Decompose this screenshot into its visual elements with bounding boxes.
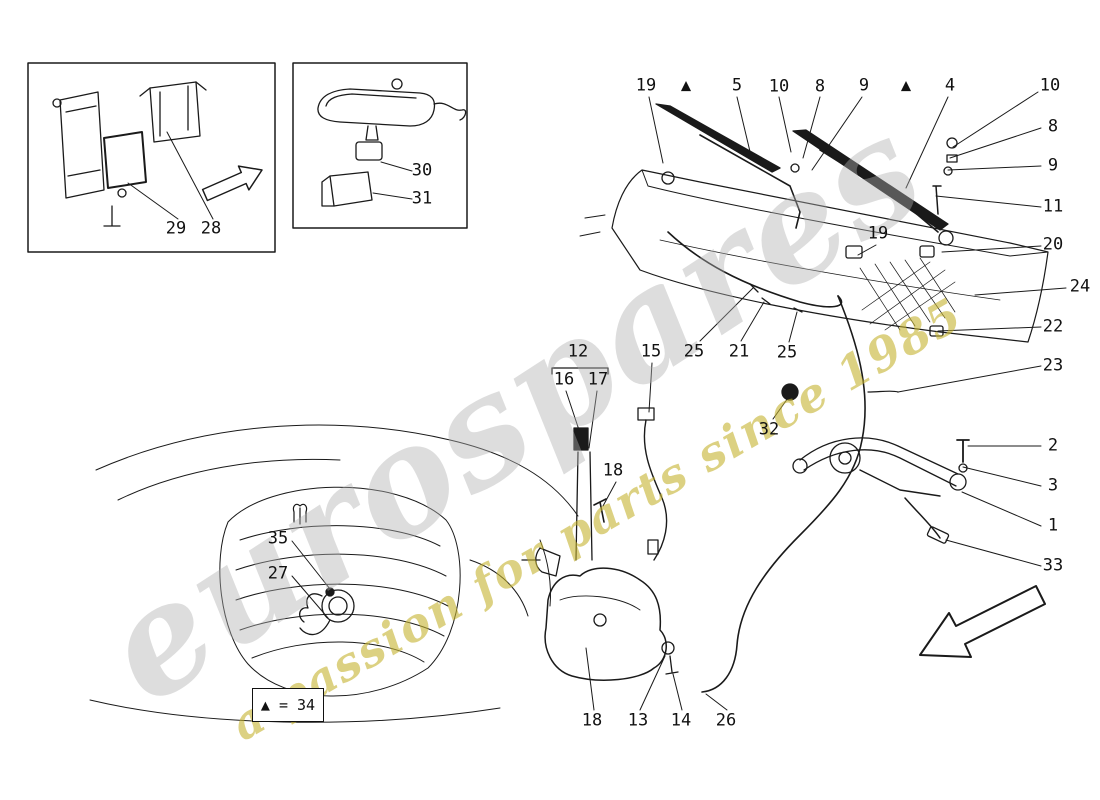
callout-18: 18 — [602, 460, 624, 481]
callout-12: 12 — [567, 341, 589, 362]
callout-8: 8 — [1047, 116, 1059, 137]
callout-13: 13 — [627, 710, 649, 731]
callout-29: 29 — [165, 218, 187, 239]
callout-triangle-marker: ▲ — [680, 75, 692, 96]
callout-23: 23 — [1042, 355, 1064, 376]
callout-24: 24 — [1069, 276, 1091, 297]
callout-20: 20 — [1042, 234, 1064, 255]
callout-9: 9 — [1047, 155, 1059, 176]
inset-box-control-unit — [27, 62, 276, 253]
callout-10: 10 — [1039, 75, 1061, 96]
callout-8: 8 — [814, 76, 826, 97]
callout-10: 10 — [768, 76, 790, 97]
callout-32: 32 — [758, 419, 780, 440]
callout-26: 26 — [715, 710, 737, 731]
callout-5: 5 — [731, 75, 743, 96]
callout-28: 28 — [200, 218, 222, 239]
callout-19: 19 — [635, 75, 657, 96]
callout-2: 2 — [1047, 435, 1059, 456]
callout-25: 25 — [683, 341, 705, 362]
callout-17: 17 — [587, 369, 609, 390]
callout-14: 14 — [670, 710, 692, 731]
inset-box-mirror — [292, 62, 468, 229]
callout-16: 16 — [553, 369, 575, 390]
callout-1: 1 — [1047, 515, 1059, 536]
callout-35: 35 — [267, 528, 289, 549]
callout-15: 15 — [640, 341, 662, 362]
callout-11: 11 — [1042, 196, 1064, 217]
callout-31: 31 — [411, 188, 433, 209]
callout-triangle-marker: ▲ — [900, 75, 912, 96]
callout-21: 21 — [728, 341, 750, 362]
callout-27: 27 — [267, 563, 289, 584]
callout-33: 33 — [1042, 555, 1064, 576]
callout-3: 3 — [1047, 475, 1059, 496]
direction-arrow-inset — [201, 165, 263, 202]
callout-22: 22 — [1042, 316, 1064, 337]
callout-19: 19 — [867, 223, 889, 244]
callout-18: 18 — [581, 710, 603, 731]
callout-25: 25 — [776, 342, 798, 363]
callout-4: 4 — [944, 75, 956, 96]
legend-box: ▲ = 34 — [252, 688, 324, 722]
legend-text: ▲ = 34 — [260, 696, 316, 714]
callout-9: 9 — [858, 75, 870, 96]
direction-arrow-main — [919, 585, 1046, 658]
callout-30: 30 — [411, 160, 433, 181]
